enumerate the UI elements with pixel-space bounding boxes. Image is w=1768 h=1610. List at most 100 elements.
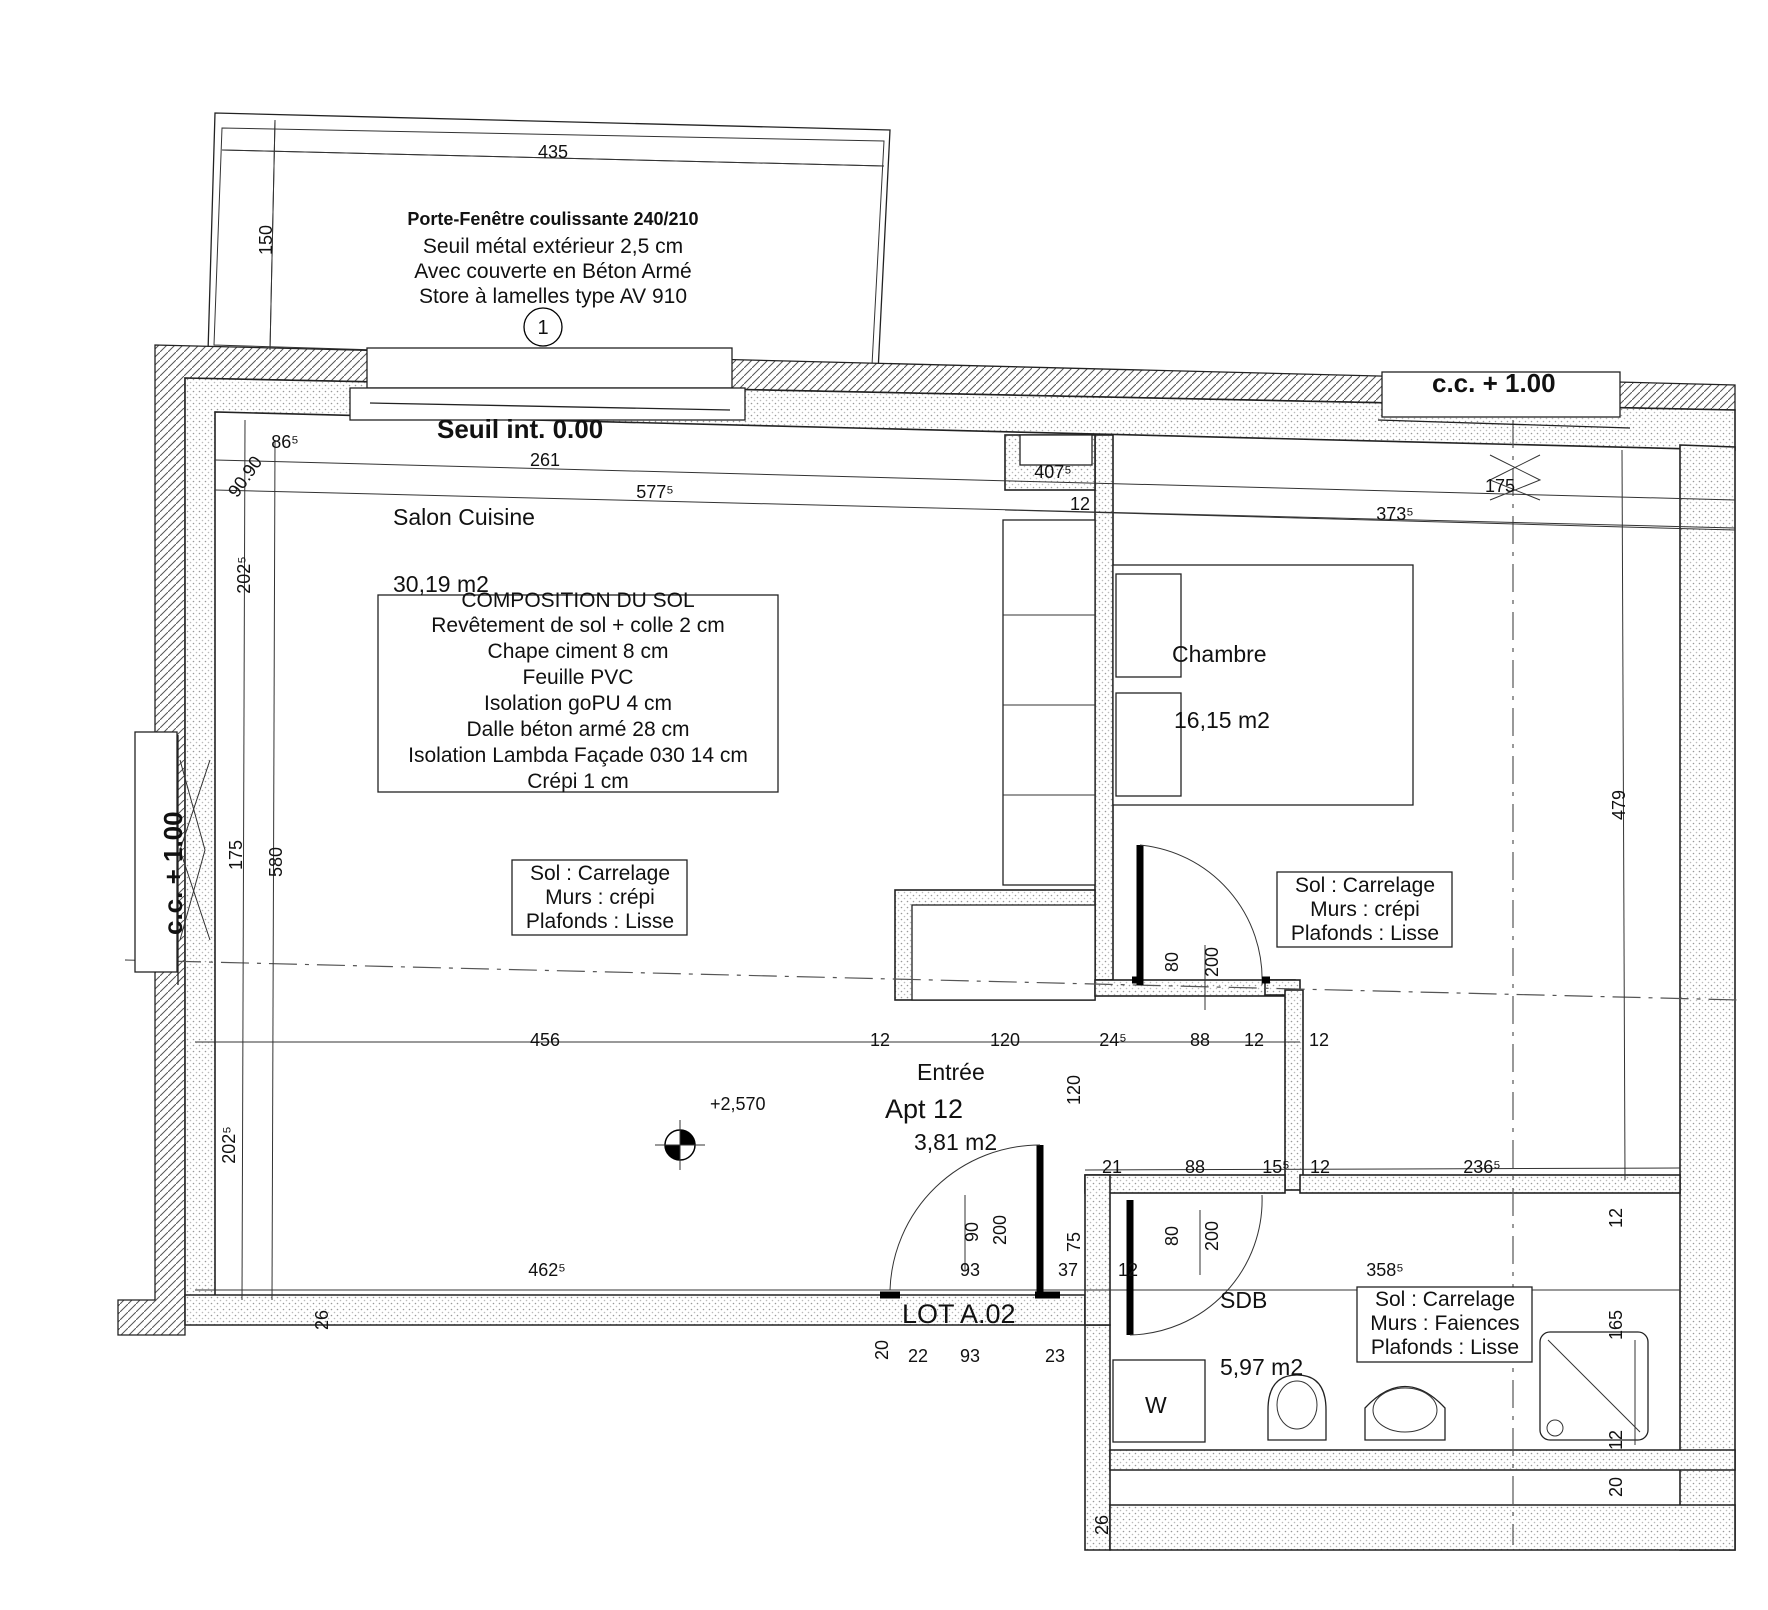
- doors: [880, 844, 1270, 1336]
- chambre-finish-murs: Murs : crépi: [1310, 898, 1420, 921]
- composition-line-7: Crépi 1 cm: [527, 770, 629, 793]
- sdb-finish-plafonds: Plafonds : Lisse: [1371, 1336, 1519, 1359]
- window-number-circle: [523, 307, 563, 347]
- dim-12g: 12: [1606, 1208, 1626, 1228]
- seuil-level: Seuil int. 0.00: [437, 414, 603, 444]
- sdb-finish-murs: Murs : Faiences: [1370, 1312, 1519, 1335]
- window-title: Porte-Fenêtre coulissante 240/210: [407, 209, 698, 229]
- dim-26a: 26: [312, 1310, 332, 1330]
- dim-88b: 88: [1185, 1157, 1205, 1177]
- composition-line-6: Isolation Lambda Façade 030 14 cm: [408, 744, 748, 767]
- room-chambre-area: 16,15 m2: [1174, 707, 1270, 733]
- dim-120b: 120: [1064, 1075, 1084, 1105]
- dim-200c: 200: [1202, 1221, 1222, 1251]
- dim-75: 75: [1064, 1232, 1084, 1252]
- dim-175b: 175: [226, 840, 246, 870]
- room-entree-name: Entrée: [917, 1059, 985, 1085]
- dim-80a: 80: [1162, 952, 1182, 972]
- dim-22: 22: [908, 1346, 928, 1366]
- dim-12b: 12: [870, 1030, 890, 1050]
- dim-865: 86⁵: [271, 432, 298, 452]
- room-sdb-area: 5,97 m2: [1220, 1354, 1303, 1380]
- dim-200a: 200: [1202, 947, 1222, 977]
- dim-2025b: 202⁵: [219, 1126, 239, 1164]
- chambre-finishes-box: [1276, 871, 1453, 948]
- windows: [134, 347, 1631, 985]
- dim-12e: 12: [1310, 1157, 1330, 1177]
- lot-label: LOT A.02: [902, 1299, 1016, 1329]
- dim-12h: 12: [1606, 1430, 1626, 1450]
- salon-finish-plafonds: Plafonds : Lisse: [526, 910, 674, 933]
- chambre-finish-sol: Sol : Carrelage: [1295, 874, 1435, 897]
- apt-label: Apt 12: [885, 1094, 963, 1124]
- dim-4625: 462⁵: [528, 1260, 566, 1280]
- dim-580: 580: [266, 847, 286, 877]
- chambre-finish-plafonds: Plafonds : Lisse: [1291, 922, 1439, 945]
- composition-line-3: Feuille PVC: [523, 666, 634, 689]
- room-entree-area: 3,81 m2: [914, 1129, 997, 1155]
- composition-line-4: Isolation goPU 4 cm: [484, 692, 672, 715]
- dim-20a: 20: [872, 1340, 892, 1360]
- dim-456: 456: [530, 1030, 560, 1050]
- dim-150: 150: [256, 225, 276, 255]
- dim-2365: 236⁵: [1463, 1157, 1501, 1177]
- dim-93b: 93: [960, 1346, 980, 1366]
- room-salon-name: Salon Cuisine: [393, 504, 535, 530]
- dim-5775: 577⁵: [636, 482, 674, 502]
- cc-level-left: c.c. + 1.00: [158, 811, 188, 935]
- window-line-2: Avec couverte en Béton Armé: [414, 260, 691, 283]
- dim-479: 479: [1609, 790, 1629, 820]
- dim-12d: 12: [1309, 1030, 1329, 1050]
- dim-435: 435: [538, 142, 568, 162]
- dim-88a: 88: [1190, 1030, 1210, 1050]
- composition-line-2: Chape ciment 8 cm: [488, 640, 669, 663]
- sdb-fixtures: [1112, 1331, 1649, 1443]
- dimension-lines: [195, 119, 1736, 1445]
- dim-4075: 407⁵: [1034, 462, 1072, 482]
- composition-line-5: Dalle béton armé 28 cm: [467, 718, 690, 741]
- room-salon-area: 30,19 m2: [393, 571, 489, 597]
- dim-261: 261: [530, 450, 560, 470]
- sdb-finish-sol: Sol : Carrelage: [1375, 1288, 1515, 1311]
- sdb-finishes-box: [1356, 1286, 1533, 1363]
- cc-level-top: c.c. + 1.00: [1432, 368, 1556, 398]
- dim-3735: 373⁵: [1376, 504, 1414, 524]
- dim-12c: 12: [1244, 1030, 1264, 1050]
- dim-12a: 12: [1070, 494, 1090, 514]
- dim-80b: 80: [1162, 1226, 1182, 1246]
- elevation-value: +2,570: [710, 1094, 766, 1114]
- salon-finishes-box: [511, 859, 688, 936]
- dim-120a: 120: [990, 1030, 1020, 1050]
- washer-label: W: [1145, 1392, 1167, 1418]
- window-number: 1: [537, 317, 548, 339]
- dim-165: 165: [1606, 1310, 1626, 1340]
- interior-walls: [894, 434, 1681, 1326]
- dim-2025a: 202⁵: [234, 556, 254, 594]
- dim-200b: 200: [990, 1215, 1010, 1245]
- dim-26b: 26: [1092, 1515, 1112, 1535]
- level-marker-icon: [655, 1120, 705, 1170]
- salon-finish-murs: Murs : crépi: [545, 886, 655, 909]
- dim-21: 21: [1102, 1157, 1122, 1177]
- composition-title: COMPOSITION DU SOL: [461, 589, 694, 612]
- dim-37: 37: [1058, 1260, 1078, 1280]
- salon-finish-sol: Sol : Carrelage: [530, 862, 670, 885]
- bed: [1112, 564, 1414, 806]
- dim-175a: 175: [1485, 476, 1515, 496]
- dim-3585: 358⁵: [1366, 1260, 1404, 1280]
- dim-245: 24⁵: [1099, 1030, 1126, 1050]
- composition-line-1: Revêtement de sol + colle 2 cm: [431, 614, 725, 637]
- dim-90b: 90: [962, 1222, 982, 1242]
- room-chambre-name: Chambre: [1172, 641, 1267, 667]
- dim-155: 15⁵: [1262, 1157, 1289, 1177]
- exterior-walls: [117, 344, 1736, 1551]
- window-line-1: Seuil métal extérieur 2,5 cm: [423, 235, 683, 258]
- dim-9090: 90.90: [224, 452, 266, 500]
- dim-93a: 93: [960, 1260, 980, 1280]
- room-sdb-name: SDB: [1220, 1287, 1267, 1313]
- window-line-3: Store à lamelles type AV 910: [419, 285, 687, 308]
- composition-box: [377, 594, 779, 793]
- dim-23: 23: [1045, 1346, 1065, 1366]
- dim-12f: 12: [1118, 1260, 1138, 1280]
